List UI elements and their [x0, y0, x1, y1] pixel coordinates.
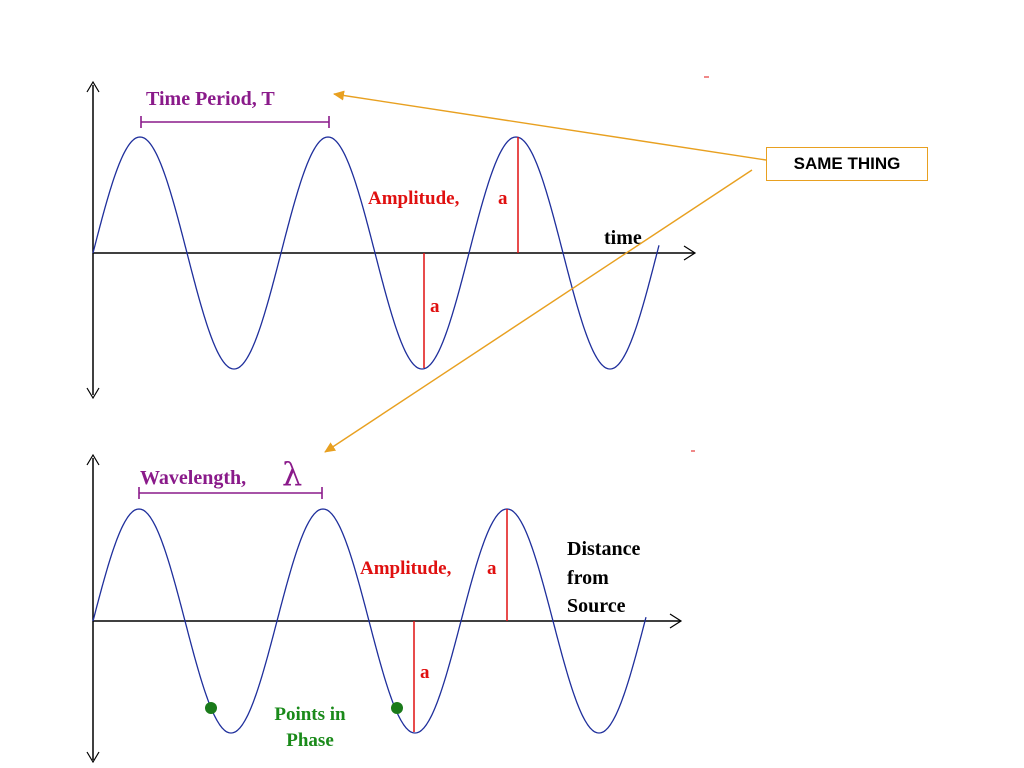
time-axis-label: time [604, 227, 642, 249]
bottom-y-axis-arrow-up [86, 453, 100, 466]
lambda-symbol: λ [282, 455, 302, 493]
bottom-diagram: Wavelength, λ Amplitude, a a Distance fr… [86, 450, 695, 764]
top-amplitude-a-upper: a [498, 188, 508, 209]
period-label: Time Period, T [146, 88, 275, 110]
bottom-y-axis-arrow-down [86, 751, 100, 764]
bottom-amplitude-label: Amplitude, [360, 558, 452, 579]
same-thing-callout: SAME THING [766, 147, 928, 181]
wavelength-label: Wavelength, [140, 467, 246, 489]
same-thing-label: SAME THING [793, 154, 901, 173]
bottom-x-axis-arrow [669, 613, 683, 629]
callout-arrows [324, 90, 767, 453]
arrow-to-period [333, 90, 767, 161]
bottom-amplitude-a-upper: a [487, 558, 497, 579]
phase-label-line-1: Points in [274, 704, 346, 725]
period-bracket [140, 116, 330, 128]
top-amplitude-label: Amplitude, [368, 188, 460, 209]
phase-label-line-2: Phase [286, 730, 334, 751]
top-y-axis-arrow-up [86, 80, 100, 93]
wavelength-bracket [138, 487, 323, 499]
bottom-amplitude-a-lower: a [420, 662, 430, 683]
top-x-axis-arrow [683, 245, 697, 261]
top-diagram: Time Period, T Amplitude, a a time [86, 76, 709, 400]
distance-axis-label-line-3: Source [567, 595, 626, 617]
distance-axis-label-line-2: from [567, 567, 609, 589]
phase-point-2 [391, 702, 403, 714]
bottom-sine-wave [92, 508, 647, 734]
top-sine-wave [92, 136, 660, 370]
arrow-to-wavelength [324, 169, 753, 453]
distance-axis-label-line-1: Distance [567, 538, 640, 560]
top-amplitude-a-lower: a [430, 296, 440, 317]
top-y-axis-arrow-down [86, 387, 100, 400]
phase-point-1 [205, 702, 217, 714]
